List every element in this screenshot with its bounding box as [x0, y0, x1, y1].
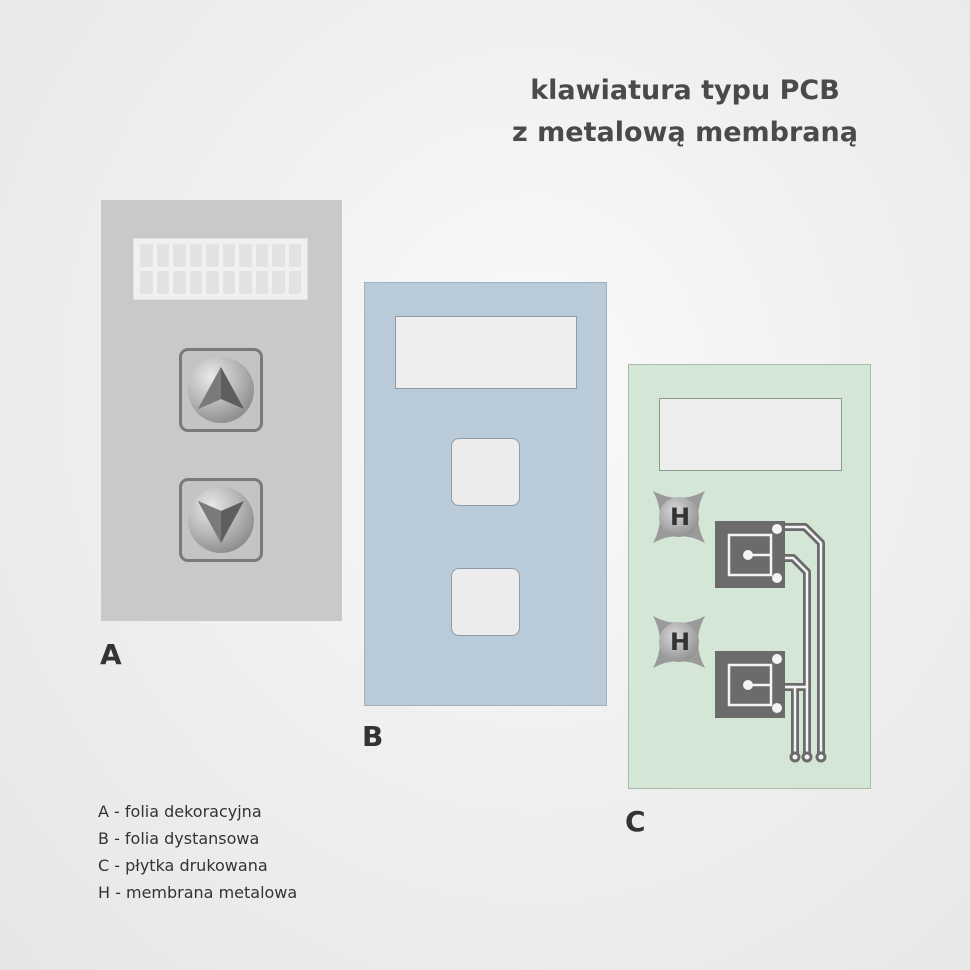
contact-pad-upper: [715, 521, 785, 588]
up-key: [179, 348, 263, 432]
key-cutout-lower: [451, 568, 520, 636]
arrow-up-icon: [198, 367, 244, 409]
diagram-title-line-2: z metalową membraną: [512, 117, 858, 148]
legend: A - folia dekoracyjna B - folia dystanso…: [98, 798, 297, 906]
metal-dome-lower: [653, 616, 705, 668]
layer-c-printed-circuit-board: H H: [628, 364, 871, 789]
pcb-traces: [653, 491, 827, 763]
diagram-title-line-1: klawiatura typu PCB: [530, 75, 840, 106]
legend-item-c: C - płytka drukowana: [98, 856, 268, 875]
layer-b-label: B: [362, 720, 384, 753]
membrane-label-upper: H: [669, 503, 691, 531]
contact-pad-lower: [715, 651, 785, 718]
metal-dome-upper: [653, 491, 705, 543]
key-cutout-upper: [451, 438, 520, 506]
layer-c-label: C: [625, 805, 646, 838]
display-window-a: [133, 238, 308, 300]
membrane-label-lower: H: [669, 628, 691, 656]
display-cutout-b: [395, 316, 577, 389]
layer-b-spacer-foil: [364, 282, 607, 706]
legend-item-h: H - membrana metalowa: [98, 883, 298, 902]
legend-item-a: A - folia dekoracyjna: [98, 802, 262, 821]
layer-a-decorative-foil: [101, 200, 342, 621]
legend-item-b: B - folia dystansowa: [98, 829, 260, 848]
layer-a-label: A: [100, 638, 122, 671]
arrow-down-icon: [198, 501, 244, 543]
down-key: [179, 478, 263, 562]
display-area-c: [659, 398, 842, 471]
